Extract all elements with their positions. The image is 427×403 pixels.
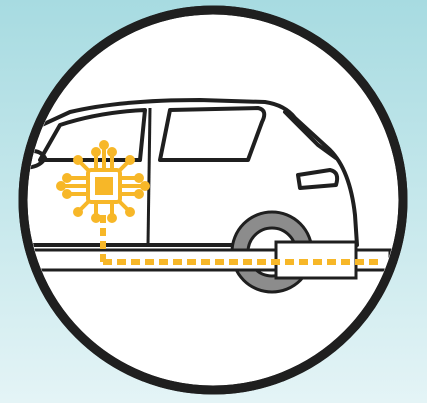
chip-icon xyxy=(56,140,150,223)
car-body-outline xyxy=(28,98,359,247)
circle-border xyxy=(18,5,408,395)
car-group xyxy=(28,98,392,294)
car-tail-edge xyxy=(283,110,338,160)
car-front-window xyxy=(38,108,147,162)
car-door-line xyxy=(146,107,152,246)
car-tail-light xyxy=(296,168,340,190)
car-rear-window xyxy=(158,106,267,162)
